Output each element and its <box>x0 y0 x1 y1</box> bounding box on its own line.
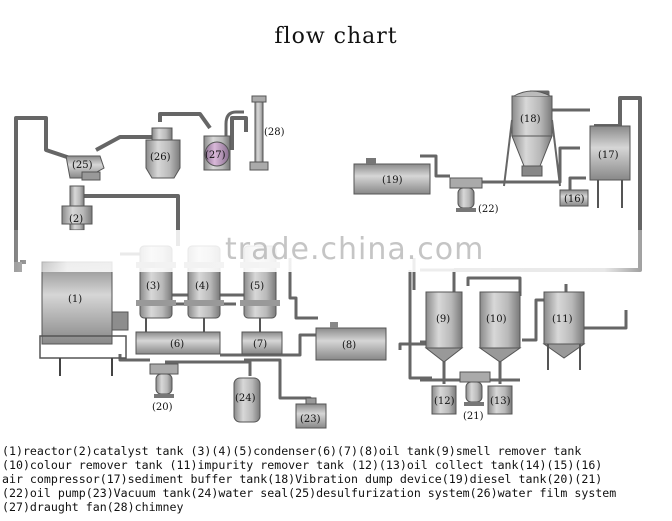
label-27: (27) <box>205 150 226 161</box>
water-film-system <box>145 127 181 179</box>
label-2: (2) <box>69 214 83 225</box>
oil-pump-20 <box>149 363 179 398</box>
water-seal <box>233 377 261 423</box>
oil-pump-21 <box>459 371 491 406</box>
impurity-remover-tank <box>542 291 586 370</box>
legend-line-5: (27)draught fan(28)chimney <box>2 500 184 514</box>
page-title: flow chart <box>274 24 398 49</box>
label-28: (28) <box>264 127 285 138</box>
label-23: (23) <box>300 414 321 425</box>
label-3: (3) <box>146 281 160 292</box>
oil-tank-6 <box>135 331 221 355</box>
label-5: (5) <box>250 281 264 292</box>
label-24: (24) <box>235 393 256 404</box>
oil-tank-8 <box>315 322 387 361</box>
watermark: trade.china.com <box>225 232 485 267</box>
legend-line-4: (22)oil pump(23)Vacuum tank(24)water sea… <box>2 486 617 500</box>
chimney <box>249 95 269 171</box>
label-16: (16) <box>564 194 585 205</box>
oil-tank-7 <box>241 331 283 355</box>
label-22: (22) <box>478 204 499 215</box>
label-12: (12) <box>434 396 455 407</box>
colour-remover-tank <box>478 291 522 363</box>
label-17: (17) <box>598 150 619 161</box>
label-26: (26) <box>150 152 171 163</box>
legend-line-1: (1)reactor(2)catalyst tank (3)(4)(5)cond… <box>2 444 582 458</box>
label-10: (10) <box>486 314 507 325</box>
draught-fan <box>203 135 231 171</box>
label-8: (8) <box>342 340 356 351</box>
label-11: (11) <box>552 314 573 325</box>
label-1: (1) <box>68 294 82 305</box>
catalyst-tank <box>61 185 93 231</box>
vacuum-tank <box>295 397 327 429</box>
label-19: (19) <box>382 175 403 186</box>
oil-collect-tank-13 <box>487 385 513 415</box>
label-21: (21) <box>463 411 484 422</box>
legend-line-3: air compressor(17)sediment buffer tank(1… <box>2 472 603 486</box>
smell-remover-tank <box>424 291 464 363</box>
legend: (1)reactor(2)catalyst tank (3)(4)(5)cond… <box>2 444 672 514</box>
air-compressor <box>559 189 589 207</box>
label-4: (4) <box>195 281 209 292</box>
watermark-band <box>0 230 672 272</box>
label-7: (7) <box>253 339 267 350</box>
desulfurization-system <box>65 155 105 181</box>
label-13: (13) <box>490 396 511 407</box>
equipment-labels: (1) (2) (3) (4) (5) (6) (7) (8) (9) (10)… <box>68 114 619 425</box>
sediment-buffer-tank <box>589 125 631 208</box>
label-25: (25) <box>72 160 93 171</box>
label-20: (20) <box>152 402 173 413</box>
label-18: (18) <box>520 114 541 125</box>
reactor <box>14 261 129 376</box>
oil-collect-tank-12 <box>431 385 457 415</box>
label-9: (9) <box>436 314 450 325</box>
vibration-dump-device <box>503 90 561 187</box>
legend-line-2: (10)colour remover tank (11)impurity rem… <box>2 458 603 472</box>
label-6: (6) <box>170 339 184 350</box>
diesel-tank <box>353 158 431 195</box>
oil-pump-22 <box>449 177 483 212</box>
